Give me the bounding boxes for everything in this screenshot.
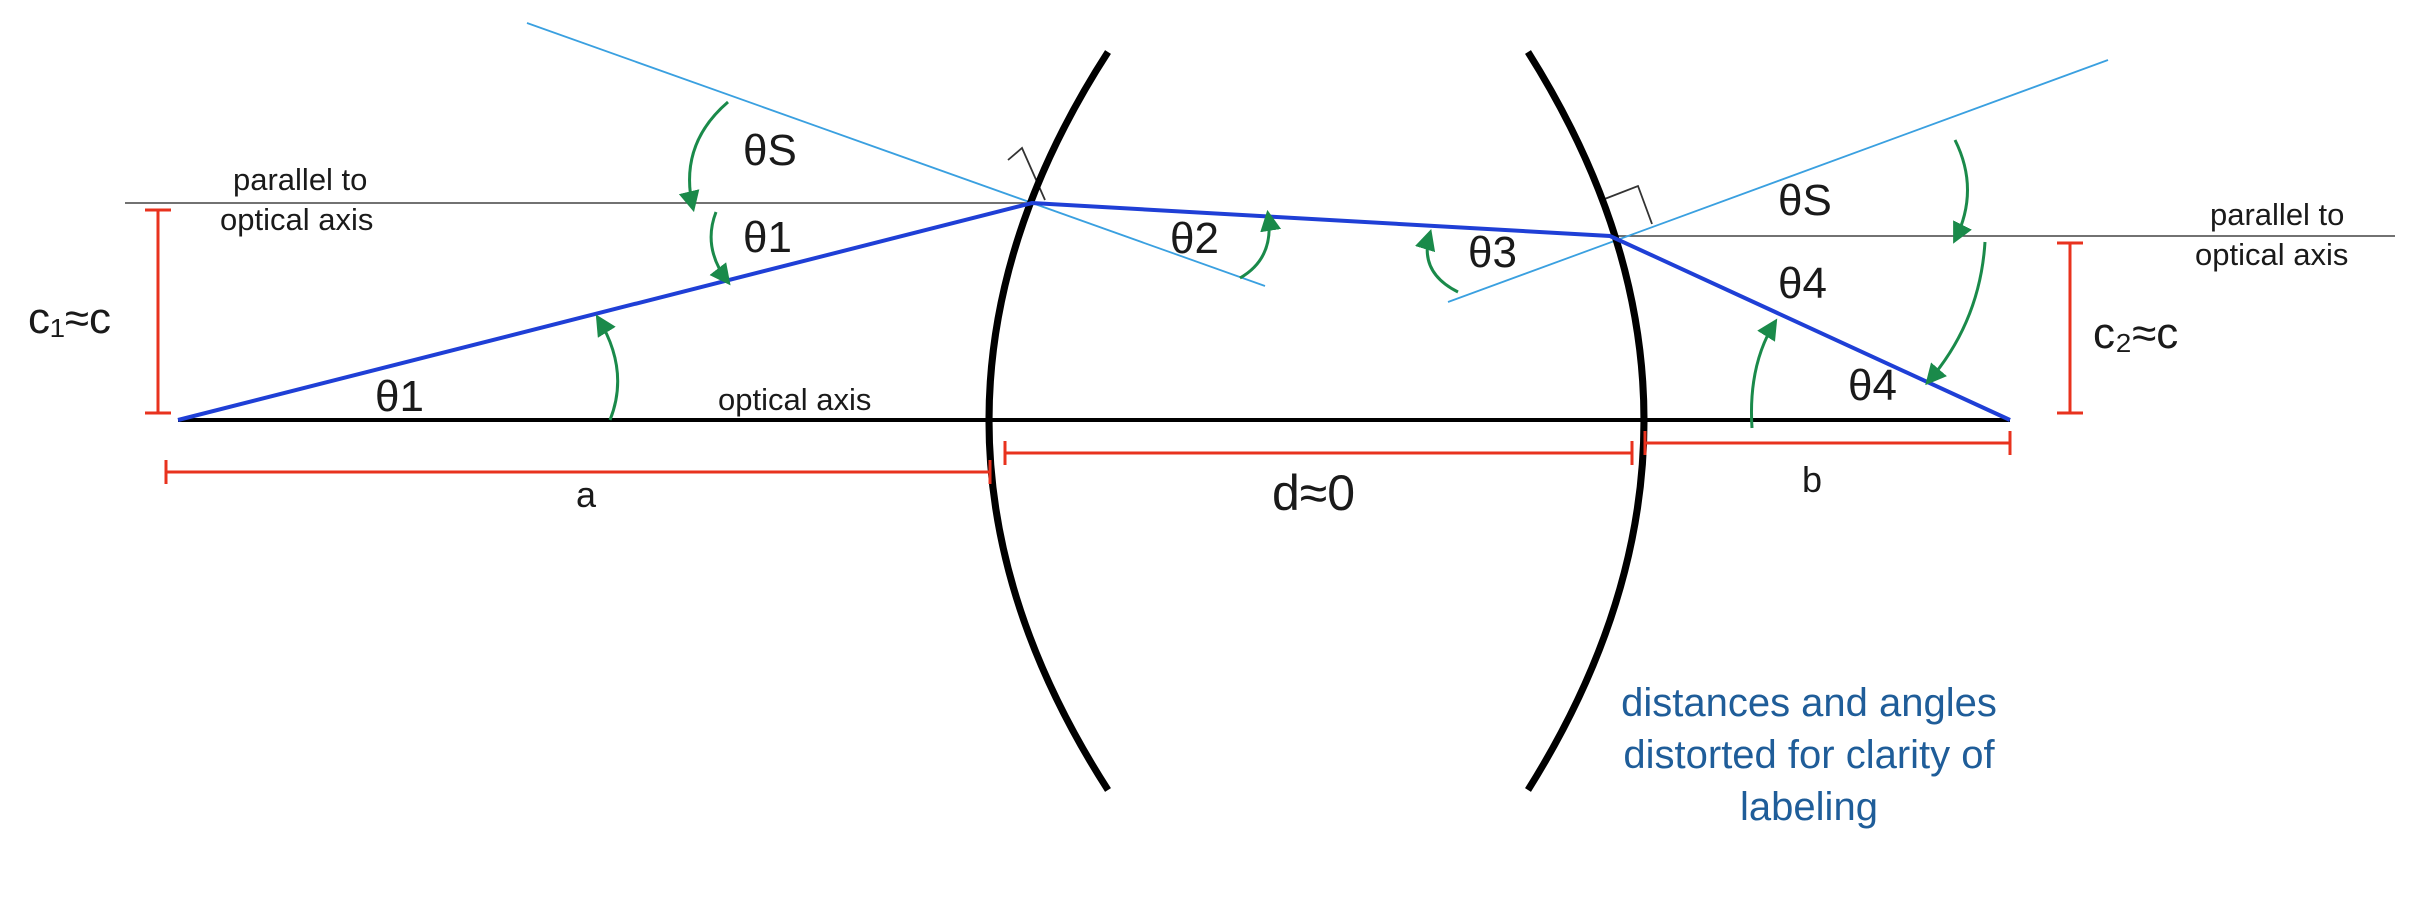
label-optical-axis: optical axis bbox=[718, 382, 871, 417]
label-theta4-lower: θ4 bbox=[1848, 361, 1897, 410]
dimension-c2 bbox=[2057, 241, 2083, 415]
normal-line-right bbox=[1447, 59, 2109, 303]
angle-arrow-theta1-upper bbox=[709, 211, 731, 286]
label-c1: c₁≈c bbox=[28, 294, 111, 343]
label-theta1-upper: θ1 bbox=[743, 213, 792, 262]
label-parallel-right-line1: parallel to bbox=[2210, 197, 2344, 232]
label-parallel-left-line1: parallel to bbox=[233, 162, 367, 197]
label-theta1-lower: θ1 bbox=[375, 372, 424, 421]
label-parallel-left-line2: optical axis bbox=[220, 202, 373, 237]
label-c2: c₂≈c bbox=[2093, 309, 2178, 358]
dimension-c1 bbox=[145, 208, 171, 415]
right-angle-marker-right bbox=[1601, 184, 1653, 225]
label-distance-d: d≈0 bbox=[1272, 465, 1355, 521]
angle-arrow-theta1-lower bbox=[595, 314, 620, 421]
note-line3: labeling bbox=[1740, 785, 1878, 829]
light-ray-path bbox=[177, 200, 2011, 422]
label-theta-s-top: θS bbox=[743, 126, 797, 175]
label-theta2: θ2 bbox=[1170, 214, 1219, 263]
angle-arrow-theta-s-top bbox=[678, 100, 729, 213]
note-line2: distorted for clarity of bbox=[1623, 733, 1995, 777]
dimension-b bbox=[1643, 431, 2012, 455]
angle-arrow-theta4-lower bbox=[1925, 241, 1987, 386]
label-theta3: θ3 bbox=[1468, 228, 1517, 277]
label-theta4-upper: θ4 bbox=[1778, 259, 1827, 308]
label-distance-b: b bbox=[1802, 459, 1822, 500]
angle-arrow-theta3 bbox=[1415, 228, 1459, 294]
normal-line-left bbox=[526, 22, 1266, 287]
dimension-d bbox=[1003, 441, 1634, 465]
label-distance-a: a bbox=[576, 474, 597, 515]
note-line1: distances and angles bbox=[1621, 681, 1997, 725]
label-theta-s-right: θS bbox=[1778, 176, 1832, 225]
lens-surface-right bbox=[1525, 50, 1648, 792]
label-parallel-right-line2: optical axis bbox=[2195, 237, 2348, 272]
lens-surface-left bbox=[985, 50, 1111, 792]
dimension-a bbox=[164, 460, 992, 484]
angle-arrow-theta2 bbox=[1239, 209, 1282, 280]
angle-arrow-theta-s-right bbox=[1953, 139, 1972, 244]
angle-arrow-theta4-upper bbox=[1750, 318, 1778, 429]
